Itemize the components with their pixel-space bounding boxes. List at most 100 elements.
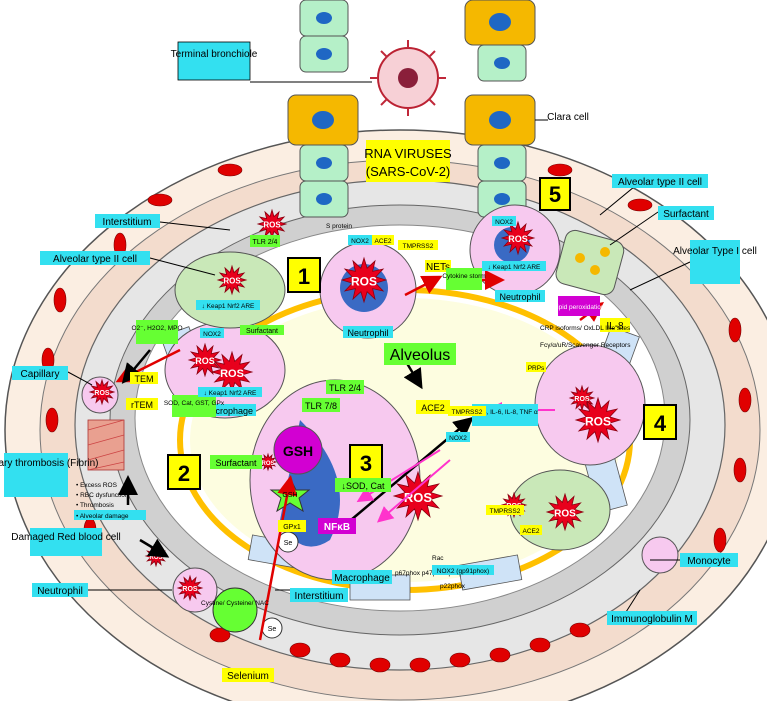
neutrophil-center-box	[343, 326, 393, 338]
tlr78-label: TLR 7/8	[305, 401, 337, 411]
surfactant-small-box	[240, 325, 284, 335]
capillary-label: Capillary	[21, 369, 60, 380]
excess-item-4: • Alveolar damage	[76, 513, 129, 520]
immunoglobulin-m-box	[607, 611, 697, 625]
nox2-center-box	[348, 235, 372, 245]
il8-box	[600, 318, 630, 332]
keap1-right-box	[482, 261, 546, 271]
ros-label: ROS	[585, 415, 611, 429]
macrophage-bottom-label: Macrophage	[334, 573, 390, 584]
alveolar-type-ii-right-box	[612, 174, 708, 188]
alveolar-type-ii-left-box	[40, 251, 150, 265]
monocyte-cell	[641, 536, 679, 574]
nets-box	[425, 260, 451, 272]
ros-label: ROS	[404, 490, 433, 505]
tlr78-box	[302, 398, 340, 412]
nox2-left-label: NOX2	[203, 331, 221, 338]
clara-cell-label: Clara cell	[547, 112, 589, 123]
alveolar-type-ii-left	[174, 251, 286, 329]
ros-burst	[545, 492, 585, 532]
alveolar-type-i-label: Alveolar Type I cell	[673, 246, 757, 257]
neutrophil-center-label: Neutrophil	[347, 328, 388, 338]
alveolus-label: Alveolus	[390, 347, 450, 364]
alveolus-box	[384, 343, 456, 365]
sod-cat-gst-box	[172, 395, 216, 417]
o2-mpo-box	[136, 320, 178, 344]
monocyte-label: Monocyte	[687, 556, 731, 567]
interstitium-top-box	[95, 214, 160, 228]
surfactant-left-box	[210, 455, 262, 469]
ace2-top-label: ACE2	[375, 238, 392, 245]
keap1-left-box	[196, 300, 260, 310]
gsh-star-label: GSH	[282, 492, 297, 499]
step-box-3-label: 3	[360, 451, 372, 476]
surfactant-small-label: Surfactant	[246, 328, 278, 335]
cytokine-storm-label: Cytokine storm	[442, 273, 485, 280]
nfkb-label: NFκB	[324, 522, 350, 533]
cystine-circle	[212, 587, 258, 633]
damaged-rbc-box	[30, 528, 102, 556]
ace2-box	[416, 400, 450, 414]
ros-label: ROS	[220, 368, 244, 380]
monocyte-box	[680, 553, 738, 567]
il-list-box	[472, 404, 538, 426]
gp91-label: NOX2 (gp91phox)	[437, 568, 489, 575]
spike-label: S protein	[326, 223, 352, 230]
interstitium-bottom-label: Interstitium	[295, 591, 344, 602]
alveolar-type-ii-right-label: Alveolar type II cell	[618, 177, 702, 188]
excess-item-2: • RBC dysfunction	[76, 492, 129, 499]
il8-label: IL-8	[606, 321, 624, 332]
prps-box	[526, 362, 546, 372]
crp-label: CRP isoforms/ OxLDL like sites	[540, 325, 631, 332]
tem-box	[130, 372, 158, 384]
prps-label: PRPs	[528, 365, 545, 372]
selenium-box	[222, 668, 274, 682]
keap1-right-label: ↓ Keap1 Nrf2 ARE	[488, 264, 541, 271]
ros-label: ROS	[263, 221, 281, 230]
tem-label: TEM	[135, 374, 154, 384]
ros-burst	[187, 342, 223, 378]
alveolar-type-ii-left-label: Alveolar type II cell	[53, 254, 137, 265]
nox2-center-label: NOX2	[351, 238, 369, 245]
sod-cat-gst-label: SOD, Cat, GST, GPx	[164, 400, 225, 407]
ros-burst	[500, 220, 536, 256]
ros-label: ROS	[94, 390, 110, 397]
cystine-label: Cystine/ Cysteine/ NAC	[201, 600, 269, 607]
ros-label: ROS	[574, 396, 590, 403]
tlr24-box	[250, 235, 280, 247]
keap1-mac-box	[198, 387, 262, 397]
surfactant-right-box	[658, 206, 714, 220]
sod-cat-center-box	[335, 478, 391, 492]
step-box-2	[167, 454, 201, 490]
rna-viruses-label: RNA VIRUSES	[364, 146, 452, 161]
neutrophil-left-label: Neutrophil	[37, 586, 83, 597]
step-box-4-label: 4	[654, 411, 667, 436]
step-boxes: 1 2 3 4 5	[167, 177, 677, 490]
receptors-label: Fcγ/α/uR/Scavenger Receptors	[540, 342, 631, 349]
nox2-right-box	[492, 216, 516, 226]
tmprss2-box	[448, 406, 486, 416]
ros-label: ROS	[508, 234, 528, 244]
tmprss2-bottom-box	[486, 505, 524, 515]
gpx1-label: GPx1	[283, 524, 301, 531]
interstitium-top-label: Interstitium	[103, 217, 152, 228]
tmprss2-bottom-label: TMPRSS2	[490, 508, 521, 515]
capillary-box	[12, 366, 68, 380]
step-box-4	[643, 404, 677, 440]
nfkb-box	[318, 518, 356, 534]
neutrophil-left-box	[32, 583, 88, 597]
nox2-left-box	[200, 328, 224, 338]
excess-item-4-box	[74, 510, 146, 520]
ros-burst	[340, 256, 388, 304]
tmprss2-label: TMPRSS2	[452, 409, 483, 416]
ace2-label: ACE2	[421, 403, 445, 413]
step-box-1-label: 1	[298, 264, 310, 289]
alveolar-type-i-box	[690, 240, 740, 284]
ros-burst	[88, 378, 116, 406]
cytokine-storm-box	[446, 268, 482, 290]
surfactant-left-label: Surfactant	[215, 458, 257, 468]
ros-label: ROS	[261, 461, 274, 467]
tlr24-center-label: TLR 2/4	[329, 383, 361, 393]
ros-label: ROS	[223, 277, 241, 286]
excess-item-3: • Thrombosis	[76, 502, 115, 509]
